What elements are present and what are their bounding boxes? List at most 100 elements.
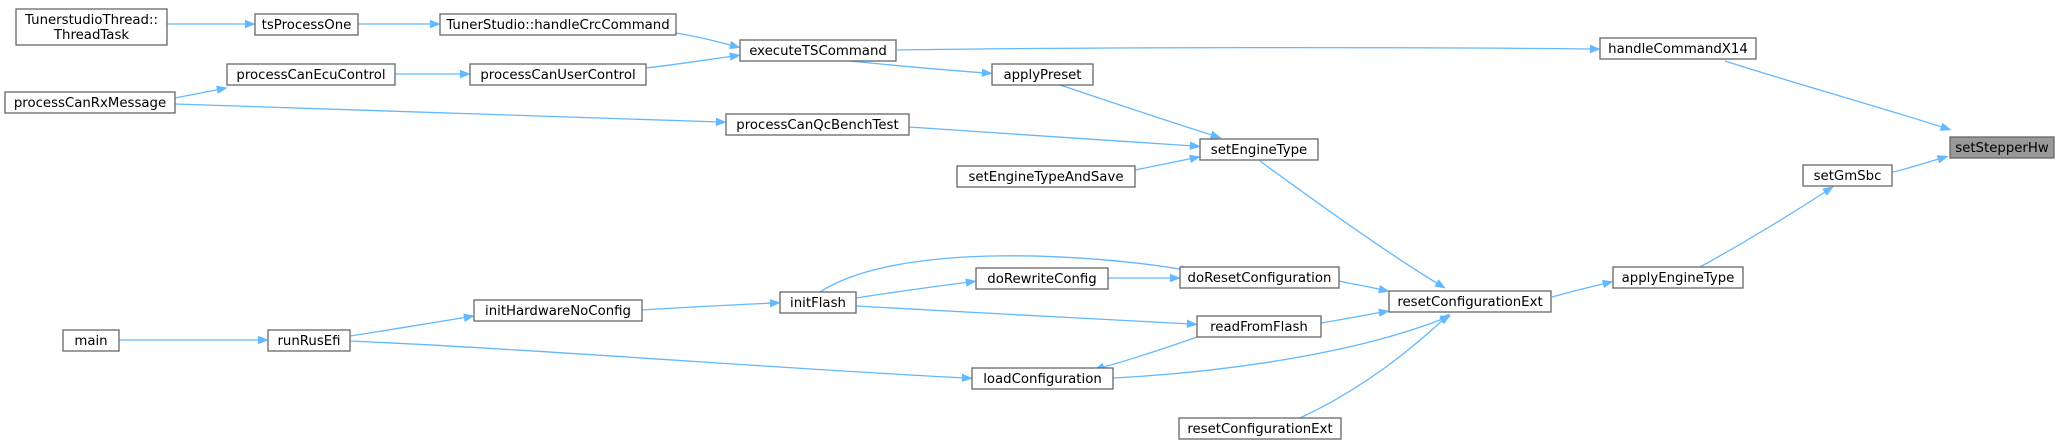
edge-processCanRxMessage-to-processCanQcBenchTest <box>174 103 727 127</box>
node-setEngineTypeAndSave[interactable]: setEngineTypeAndSave <box>956 165 1136 188</box>
edge-arrowhead <box>981 68 993 77</box>
node-runRusEfi[interactable]: runRusEfi <box>267 329 351 352</box>
edges-layer <box>119 19 1952 419</box>
edge-arrowhead <box>715 117 727 127</box>
edge-arrowhead <box>729 52 741 61</box>
node-label: TunerStudio::handleCrcCommand <box>445 18 669 33</box>
edge-arrowhead <box>1589 44 1601 54</box>
edge-line <box>849 60 987 74</box>
node-label: TunerstudioThread:: <box>24 13 158 28</box>
node-label: setEngineTypeAndSave <box>968 170 1123 185</box>
node-box <box>473 299 643 322</box>
node-resetConfigurationExt2[interactable]: resetConfigurationExt <box>1178 417 1342 440</box>
edge-initHardwareNoConfig-to-initFlash <box>641 298 781 311</box>
node-initHardwareNoConfig[interactable]: initHardwareNoConfig <box>473 299 643 322</box>
node-label: readFromFlash <box>1210 320 1308 335</box>
node-label: handleCommandX14 <box>1608 42 1748 57</box>
edge-applyPreset-to-setEngineType <box>1059 84 1222 139</box>
edge-arrowhead <box>1434 279 1446 289</box>
edge-line <box>1320 311 1384 324</box>
edge-arrowhead <box>216 85 228 94</box>
edge-setGmSbc-to-setStepperHw <box>1892 155 1949 173</box>
edge-processCanUserControl-to-executeTSCommand <box>645 52 741 69</box>
node-resetConfigurationExt[interactable]: resetConfigurationExt <box>1388 290 1552 313</box>
edge-arrowhead <box>257 335 269 345</box>
node-label: setEngineType <box>1211 143 1307 158</box>
edge-line <box>174 88 222 99</box>
node-label: resetConfigurationExt <box>1187 422 1332 437</box>
node-setStepperHw[interactable]: setStepperHw <box>1949 136 2055 159</box>
edge-arrowhead <box>1189 141 1201 150</box>
edge-line <box>1134 157 1195 171</box>
node-initFlash[interactable]: initFlash <box>779 291 857 314</box>
node-box <box>739 39 897 62</box>
edge-TunerstudioThread_ThreadTask-to-tsProcessOne <box>167 19 256 29</box>
node-box <box>439 13 677 36</box>
edge-line <box>896 46 1595 51</box>
edge-line <box>645 55 735 69</box>
edge-processCanRxMessage-to-processCanEcuControl <box>174 85 228 99</box>
node-box <box>1199 138 1319 161</box>
node-setGmSbc[interactable]: setGmSbc <box>1802 164 1893 187</box>
node-box <box>1599 37 1757 60</box>
node-handleCommandX14[interactable]: handleCommandX14 <box>1599 37 1757 60</box>
edge-line <box>1724 60 1946 129</box>
node-box <box>1178 417 1342 440</box>
node-box <box>4 91 176 114</box>
edge-TunerStudio_handleCrcCommand-to-executeTSCommand <box>675 32 741 50</box>
node-label: processCanQcBenchTest <box>736 118 898 133</box>
node-setEngineType[interactable]: setEngineType <box>1199 138 1319 161</box>
node-processCanQcBenchTest[interactable]: processCanQcBenchTest <box>725 113 910 136</box>
edge-tsProcessOne-to-TunerStudio_handleCrcCommand <box>358 19 441 29</box>
edge-line <box>1551 282 1608 298</box>
edge-line <box>675 32 735 47</box>
edge-arrowhead <box>1822 186 1834 196</box>
node-main[interactable]: main <box>62 329 120 352</box>
edge-doRewriteConfig-to-doResetConfiguration <box>1108 273 1181 283</box>
edge-line <box>349 340 967 379</box>
node-readFromFlash[interactable]: readFromFlash <box>1196 315 1322 338</box>
node-doResetConfiguration[interactable]: doResetConfiguration <box>1179 266 1340 289</box>
edge-line <box>1699 189 1829 268</box>
node-applyEngineType[interactable]: applyEngineType <box>1612 266 1744 289</box>
edge-line <box>349 316 469 337</box>
node-TunerStudio_handleCrcCommand[interactable]: TunerStudio::handleCrcCommand <box>439 13 677 36</box>
edge-processCanQcBenchTest-to-setEngineType <box>908 126 1201 150</box>
node-box <box>956 165 1136 188</box>
edge-arrowhead <box>1169 273 1181 283</box>
node-box <box>15 8 168 46</box>
edge-line <box>174 103 721 123</box>
node-box <box>725 113 910 136</box>
edge-resetConfigurationExt2-to-resetConfigurationExt <box>1299 313 1450 419</box>
node-box <box>226 63 396 86</box>
edge-line <box>1112 317 1446 379</box>
node-TunerstudioThread_ThreadTask[interactable]: TunerstudioThread::ThreadTask <box>15 8 168 46</box>
node-box <box>62 329 120 352</box>
node-applyPreset[interactable]: applyPreset <box>991 63 1094 86</box>
edge-line <box>1338 280 1384 291</box>
node-label: ThreadTask <box>53 28 129 43</box>
edge-line <box>641 302 775 311</box>
node-tsProcessOne[interactable]: tsProcessOne <box>254 13 359 36</box>
node-label: tsProcessOne <box>262 18 352 33</box>
node-box <box>975 267 1109 290</box>
node-label: setStepperHw <box>1955 141 2049 156</box>
node-label: processCanRxMessage <box>14 96 166 111</box>
node-box <box>1196 315 1322 338</box>
node-box <box>1179 266 1340 289</box>
node-box <box>469 63 647 86</box>
node-processCanEcuControl[interactable]: processCanEcuControl <box>226 63 396 86</box>
edge-arrowhead <box>1189 154 1201 163</box>
node-processCanUserControl[interactable]: processCanUserControl <box>469 63 647 86</box>
node-label: processCanEcuControl <box>236 68 385 83</box>
node-loadConfiguration[interactable]: loadConfiguration <box>971 367 1114 390</box>
nodes-layer: setStepperHw handleCommandX14 setGmSbc exec… <box>4 8 2055 440</box>
node-executeTSCommand[interactable]: executeTSCommand <box>739 39 897 62</box>
node-doRewriteConfig[interactable]: doRewriteConfig <box>975 267 1109 290</box>
node-processCanRxMessage[interactable]: processCanRxMessage <box>4 91 176 114</box>
edge-initFlash-to-readFromFlash <box>855 305 1198 329</box>
node-label: setGmSbc <box>1814 169 1882 184</box>
edge-readFromFlash-to-resetConfigurationExt <box>1320 308 1390 324</box>
edge-arrowhead <box>459 69 471 79</box>
